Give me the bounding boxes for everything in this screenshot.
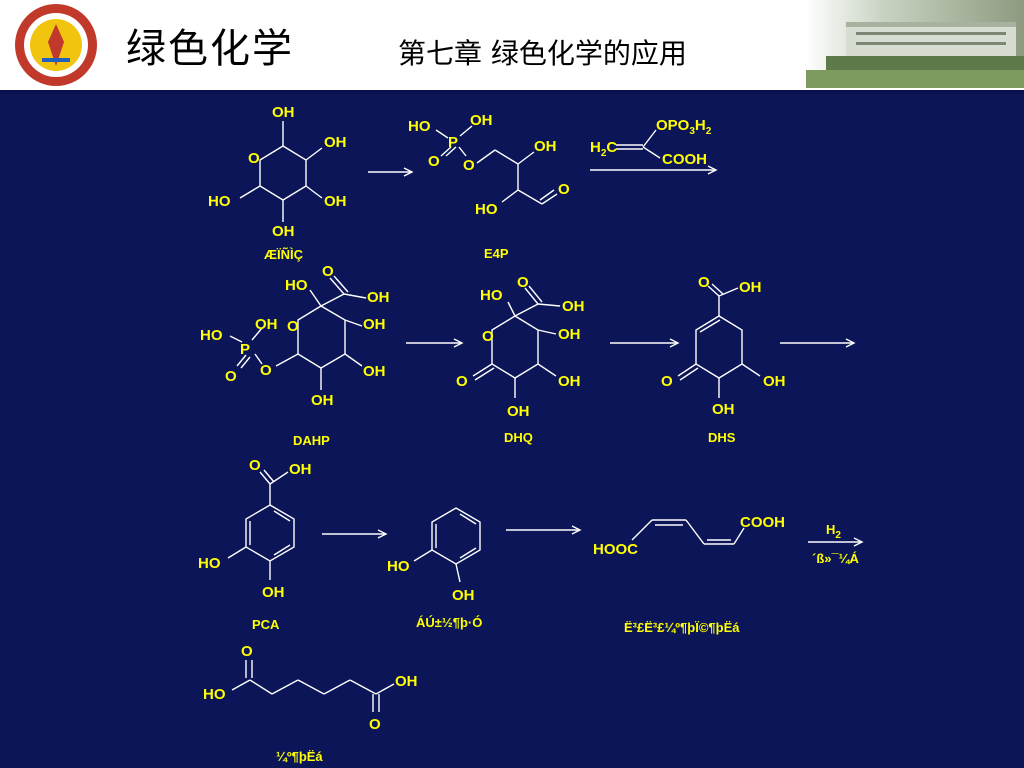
glucose-ho-left: HO [208, 193, 231, 210]
adipic-o-bottom: O [369, 716, 381, 733]
e4p-o-double: O [428, 153, 440, 170]
hydrogenation-step: H2 ´ß»¯¼Á [808, 522, 864, 566]
dhs-o-keto: O [661, 373, 673, 390]
molecule-glucose: OH OH O HO OH OH ÆÏÑÌÇ [208, 104, 347, 262]
molecule-dhs: O OH O OH OH DHS [661, 274, 786, 445]
dahp-phosphorus: P [240, 341, 250, 358]
dahp-o-ester: O [260, 362, 272, 379]
dahp-ring-oxygen: O [287, 318, 299, 335]
catechol-name: ÁÚ±½¶þ·Ó [416, 615, 482, 630]
chapter-title: 第七章 绿色化学的应用 [398, 37, 687, 70]
catechol-oh: OH [452, 587, 475, 604]
dhq-oh-lower: OH [558, 373, 581, 390]
reagent-hydrogen: H2 [826, 522, 841, 541]
dahp-oh-bottom: OH [311, 392, 334, 409]
dhs-o-carbonyl: O [698, 274, 710, 291]
e4p-o-aldehyde: O [558, 181, 570, 198]
pep-phosphate: OPO3H2 [656, 117, 712, 137]
arrow-7-head [571, 525, 582, 535]
molecule-pca: O OH HO OH PCA [198, 457, 312, 632]
dahp-oh-lower: OH [363, 363, 386, 380]
arrow-5-head [845, 338, 856, 348]
molecule-e4p: HO OH P O O OH HO O E4P [408, 112, 570, 261]
dhs-name: DHS [708, 430, 736, 445]
pca-oh-acid: OH [289, 461, 312, 478]
pep-carboxyl: COOH [662, 151, 707, 168]
adipic-name: ¼º¶þËá [276, 749, 323, 764]
dhq-oh-bottom: OH [507, 403, 530, 420]
glucose-oh-bottom: OH [272, 223, 295, 240]
glucose-oh-right-lower: OH [324, 193, 347, 210]
e4p-oh-p: OH [470, 112, 493, 129]
arrow-3-head [453, 338, 464, 348]
adipic-o-top: O [241, 643, 253, 660]
dahp-oh-right: OH [363, 316, 386, 333]
e4p-o-ester: O [463, 157, 475, 174]
reaction-board: OH OH O HO OH OH ÆÏÑÌÇ HO OH [0, 94, 1024, 768]
molecule-muconic-acid: COOH HOOC Ë³£­Ë³£­¼º¶þÏ©¶þËá [593, 514, 785, 635]
arrow-6-head [377, 529, 388, 539]
catechol-ho: HO [387, 558, 410, 575]
molecule-dhq: O HO OH O OH O OH OH DHQ [456, 274, 585, 445]
arrow-8-head [853, 537, 864, 547]
pca-oh: OH [262, 584, 285, 601]
dahp-oh-acid: OH [367, 289, 390, 306]
dahp-ho-p: HO [200, 327, 223, 344]
dahp-name: DAHP [293, 433, 330, 448]
header: 绿色化学 第七章 绿色化学的应用 [0, 0, 1024, 90]
reagent-catalyst: ´ß»¯¼Á [812, 551, 860, 566]
e4p-ho-p: HO [408, 118, 431, 135]
dahp-o-double: O [225, 368, 237, 385]
molecule-adipic-acid: O HO OH O ¼º¶þËá [203, 643, 418, 764]
dhq-oh-right: OH [558, 326, 581, 343]
glucose-ring-oxygen: O [248, 150, 260, 167]
dhq-ho: HO [480, 287, 503, 304]
dahp-oh-p: OH [255, 316, 278, 333]
e4p-ho-lower: HO [475, 201, 498, 218]
dhs-oh-right: OH [763, 373, 786, 390]
pep-methylene: H2C [590, 139, 617, 159]
dhq-name: DHQ [504, 430, 533, 445]
arrow-2-head [707, 165, 718, 175]
dhs-oh-bottom: OH [712, 401, 735, 418]
arrow-4-head [669, 338, 680, 348]
arrow-1-head [403, 167, 414, 177]
molecule-catechol: HO OH ÁÚ±½¶þ·Ó [387, 507, 482, 630]
muconic-name: Ë³£­Ë³£­¼º¶þÏ©¶þËá [624, 620, 740, 635]
reaction-scheme: OH OH O HO OH OH ÆÏÑÌÇ HO OH [198, 104, 864, 764]
dahp-o-carbonyl: O [322, 263, 334, 280]
adipic-ho: HO [203, 686, 226, 703]
header-rule [0, 90, 1024, 94]
pca-name: PCA [252, 617, 280, 632]
muconic-cooh: COOH [740, 514, 785, 531]
e4p-name: E4P [484, 246, 509, 261]
molecule-dahp: HO O OH HO OH O OH P O O OH OH DAHP [200, 263, 390, 448]
glucose-oh-top: OH [272, 104, 295, 121]
page-title: 绿色化学 [126, 26, 294, 72]
glucose-oh-right-upper: OH [324, 134, 347, 151]
glucose-name: ÆÏÑÌÇ [264, 247, 304, 262]
dhq-oh-acid: OH [562, 298, 585, 315]
muconic-hooc: HOOC [593, 541, 638, 558]
campus-building-photo [806, 0, 1024, 88]
e4p-phosphorus: P [448, 134, 458, 151]
pca-o-carbonyl: O [249, 457, 261, 474]
dahp-ho-top: HO [285, 277, 308, 294]
adipic-oh: OH [395, 673, 418, 690]
e4p-oh: OH [534, 138, 557, 155]
dhs-oh-acid: OH [739, 279, 762, 296]
molecule-pep: OPO3H2 H2C COOH [590, 117, 712, 168]
pca-ho: HO [198, 555, 221, 572]
dhq-o-keto: O [456, 373, 468, 390]
university-seal-icon [15, 4, 97, 86]
dhq-ring-oxygen: O [482, 328, 494, 345]
dhq-o-carbonyl: O [517, 274, 529, 291]
